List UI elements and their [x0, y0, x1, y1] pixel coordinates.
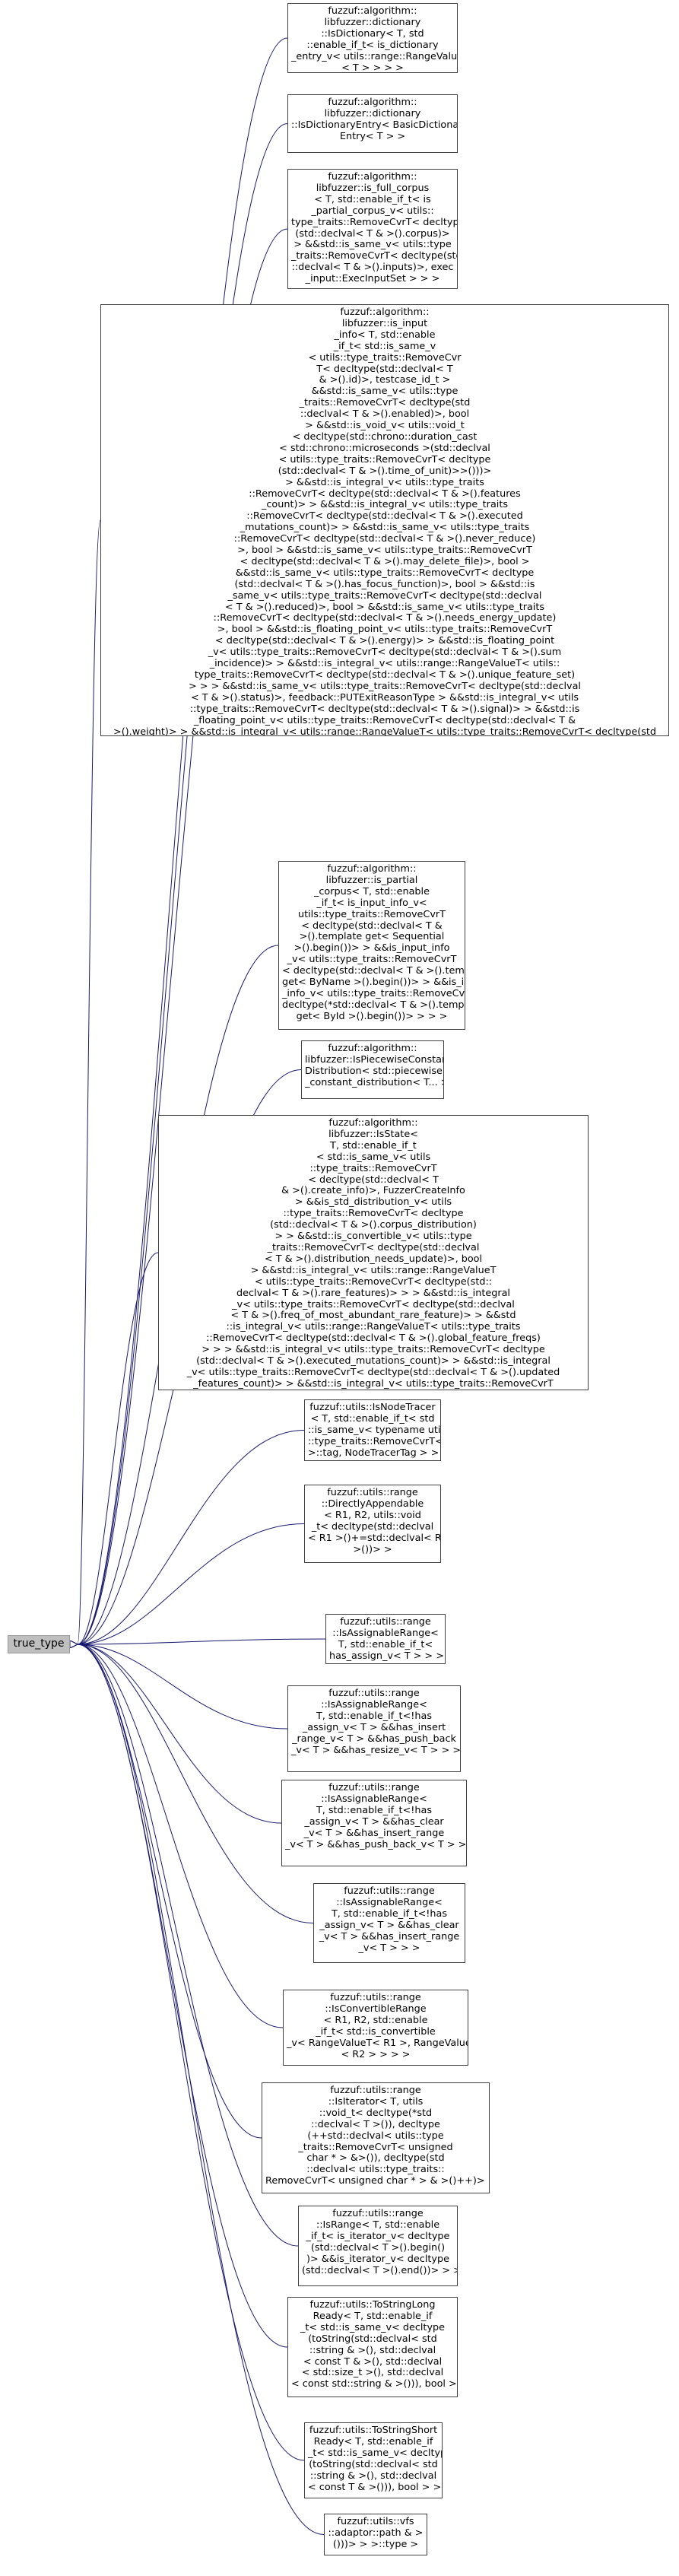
inheritance-edge-18 [78, 1644, 305, 2461]
inheritance-edge-13 [78, 1644, 314, 1923]
derived-class-node-1[interactable]: fuzzuf::algorithm:: libfuzzer::dictionar… [287, 3, 458, 73]
inheritance-edge-11 [78, 1644, 288, 1730]
derived-class-node-8[interactable]: fuzzuf::utils::IsNodeTracer < T, std::en… [304, 1399, 441, 1461]
derived-class-node-11[interactable]: fuzzuf::utils::range ::IsAssignableRange… [287, 1685, 461, 1772]
inheritance-edge-7 [78, 1252, 159, 1644]
inheritance-edge-1 [78, 37, 288, 1644]
inheritance-edge-16 [78, 1644, 299, 2247]
derived-class-node-18[interactable]: fuzzuf::utils::ToStringShort Ready< T, s… [304, 2422, 443, 2498]
derived-class-node-9[interactable]: fuzzuf::utils::range ::DirectlyAppendabl… [304, 1485, 441, 1563]
base-class-node[interactable]: true_type [8, 1635, 70, 1653]
inheritance-edge-10 [78, 1638, 326, 1644]
derived-class-node-16[interactable]: fuzzuf::utils::range ::IsRange< T, std::… [298, 2206, 458, 2286]
inheritance-edge-9 [78, 1523, 305, 1645]
inheritance-edge-4 [78, 519, 101, 1644]
inheritance-edge-19 [78, 1644, 325, 2535]
derived-class-node-15[interactable]: fuzzuf::utils::range ::IsIterator< T, ut… [262, 2082, 490, 2193]
derived-class-node-6[interactable]: fuzzuf::algorithm:: libfuzzer::IsPiecewi… [301, 1040, 444, 1099]
derived-class-node-17[interactable]: fuzzuf::utils::ToStringLong Ready< T, st… [287, 2297, 458, 2397]
derived-class-node-2[interactable]: fuzzuf::algorithm:: libfuzzer::dictionar… [287, 94, 458, 153]
derived-class-node-5[interactable]: fuzzuf::algorithm:: libfuzzer::is_partia… [278, 861, 465, 1030]
derived-class-node-10[interactable]: fuzzuf::utils::range ::IsAssignableRange… [325, 1614, 446, 1664]
inheritance-edge-2 [78, 123, 288, 1645]
derived-class-node-12[interactable]: fuzzuf::utils::range ::IsAssignableRange… [281, 1780, 467, 1866]
derived-class-node-7[interactable]: fuzzuf::algorithm:: libfuzzer::IsState< … [158, 1115, 589, 1390]
derived-class-node-19[interactable]: fuzzuf::utils::vfs ::adaptor::path & > (… [324, 2514, 427, 2555]
inheritance-edge-15 [78, 1644, 262, 2139]
derived-class-node-4[interactable]: fuzzuf::algorithm:: libfuzzer::is_input … [100, 304, 669, 736]
derived-class-node-13[interactable]: fuzzuf::utils::range ::IsAssignableRange… [313, 1883, 465, 1963]
inheritance-edge-14 [78, 1644, 284, 2028]
inheritance-edge-17 [78, 1644, 288, 2348]
derived-class-node-14[interactable]: fuzzuf::utils::range ::IsConvertibleRang… [283, 1990, 468, 2066]
inheritance-edge-12 [78, 1644, 282, 1824]
inheritance-edge-8 [78, 1430, 305, 1645]
derived-class-node-3[interactable]: fuzzuf::algorithm:: libfuzzer::is_full_c… [287, 169, 458, 289]
